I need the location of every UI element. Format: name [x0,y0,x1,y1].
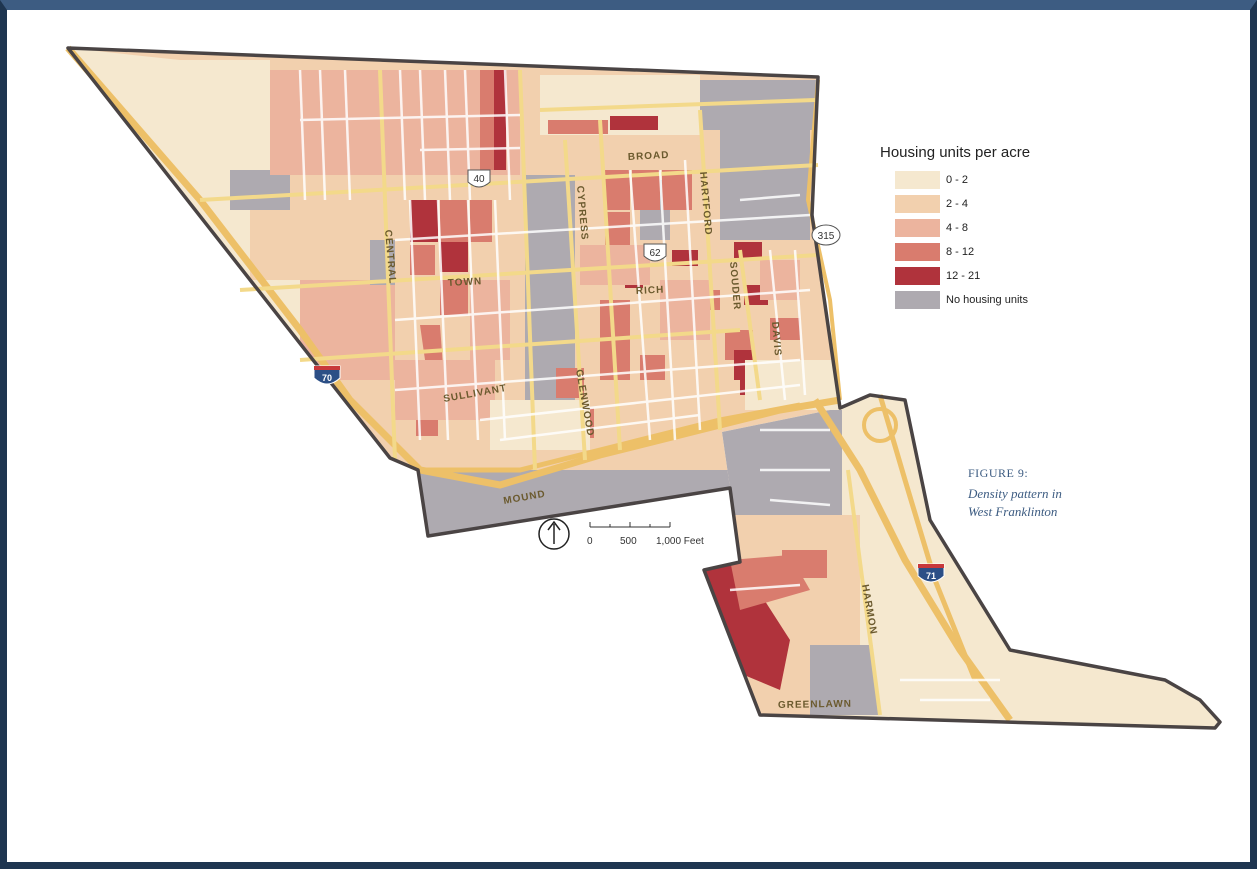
svg-text:315: 315 [818,231,835,242]
street-label-cypress: CYPRESS [574,185,590,241]
scale-bar: 0 500 1,000 Feet [587,522,704,547]
us-62-shield-icon: 62 [643,243,667,262]
legend-swatch [895,243,940,261]
legend-label: 12 - 21 [946,270,981,282]
interstate-70 [65,45,841,489]
legend-swatch [895,219,940,237]
svg-text:62: 62 [649,248,661,259]
road-network [65,45,1013,723]
us-40-shield-icon: 40 [467,169,491,188]
legend-label: 8 - 12 [946,246,975,258]
street-label-souder: SOUDER [727,261,742,311]
interstate-70-shield-icon: 70 [313,365,341,385]
street-label-greenlawn: GREENLAWN [778,699,852,711]
legend-item: 4 - 8 [880,219,1080,237]
legend-label: No housing units [946,294,1028,306]
svg-text:0: 0 [587,536,593,547]
street-label-rich: RICH [636,285,665,297]
legend-item: 8 - 12 [880,243,1080,261]
svg-text:1,000 Feet: 1,000 Feet [656,536,704,547]
legend-label: 4 - 8 [946,222,969,234]
figure-caption: FIGURE 9: Density pattern in West Frankl… [968,466,1062,521]
interstate-71 [812,398,1013,723]
legend-title: Housing units per acre [880,144,1031,161]
caption-line-2: West Franklinton [968,504,1058,519]
legend-label: 0 - 2 [946,174,969,186]
street-label-broad: BROAD [628,150,670,163]
legend-item: 0 - 2 [880,171,1080,189]
legend-swatch [895,291,940,309]
legend-label: 2 - 4 [946,198,969,210]
legend-item: 2 - 4 [880,195,1080,213]
svg-text:40: 40 [473,174,485,185]
legend: Housing units per acre 0 - 2 2 - 4 4 - 8 8 … [880,144,1080,315]
legend-swatch [895,195,940,213]
svg-text:71: 71 [926,571,936,581]
sr-315-shield-icon: 315 [811,224,841,246]
legend-rows: 0 - 2 2 - 4 4 - 8 8 - 12 12 - 21 No housing u… [880,171,1080,309]
street-label-central: CENTRAL [382,229,398,285]
south-blocks [704,395,1220,728]
legend-swatch [895,267,940,285]
street-label-town: TOWN [448,276,483,289]
caption-line-1: Density pattern in [968,486,1062,501]
district-boundary [66,46,1222,730]
svg-text:70: 70 [322,373,332,383]
north-arrow-icon [538,518,570,550]
legend-item: No housing units [880,291,1080,309]
street-label-davis: DAVIS [769,321,783,357]
interstate-71-shield-icon: 71 [917,563,945,583]
svg-text:500: 500 [620,536,637,547]
legend-item: 12 - 21 [880,267,1080,285]
figure-number: FIGURE 9: [968,466,1029,480]
legend-swatch [895,171,940,189]
